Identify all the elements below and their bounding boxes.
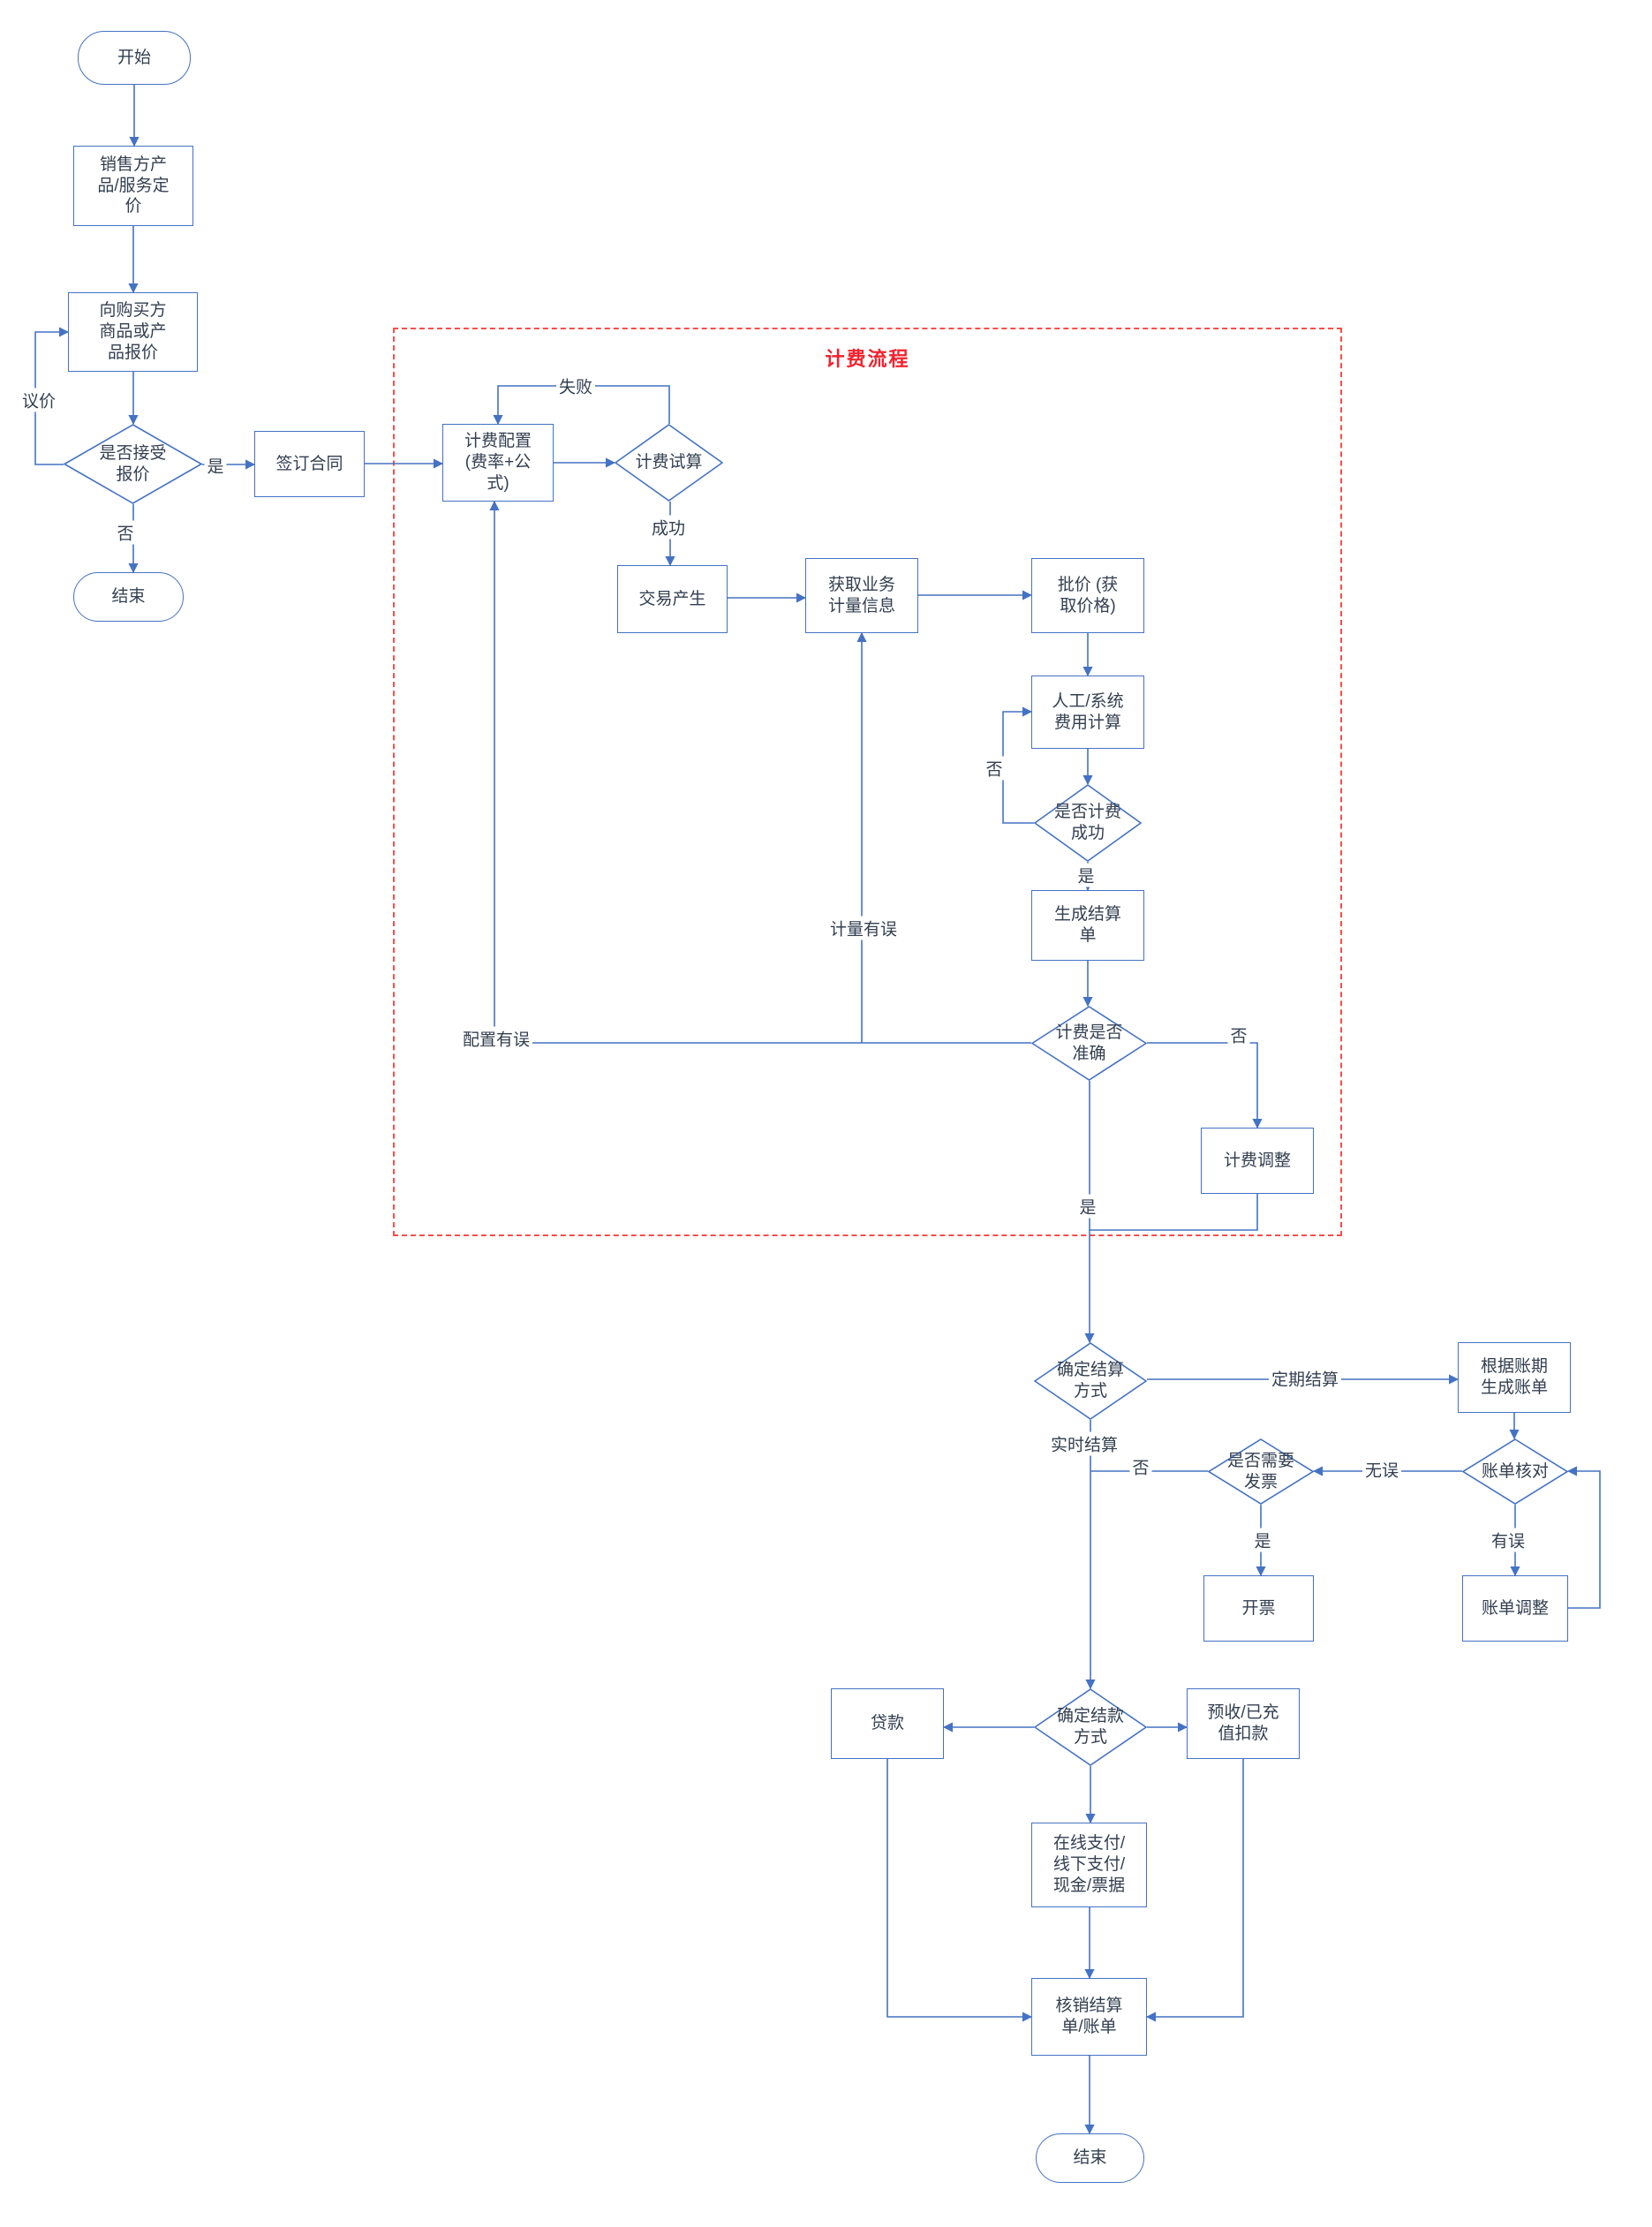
node-start: 开始 [78, 31, 191, 85]
node-seller-pricing: 销售方产 品/服务定 价 [73, 146, 193, 226]
node-seller-pricing-label: 销售方产 品/服务定 价 [97, 155, 170, 216]
edge-label-no-accept: 否 [114, 520, 137, 545]
edge-label-bill-error: 有误 [1488, 1528, 1528, 1552]
node-writeoff: 核销结算 单/账单 [1031, 1978, 1147, 2056]
node-accept-quote-label: 是否接受 报价 [99, 443, 167, 484]
node-end-bottom-label: 结束 [1073, 2148, 1107, 2168]
node-gen-settlement: 生成结算 单 [1031, 890, 1144, 961]
edge-label-bill-ok: 无误 [1362, 1457, 1402, 1482]
node-transaction: 交易产生 [617, 565, 728, 633]
node-buyer-quote-label: 向购买方 商品或产 品报价 [99, 301, 167, 362]
edge-label-config-error: 配置有误 [459, 1026, 533, 1051]
diamond-shape [1034, 1688, 1147, 1766]
node-gen-settlement-label: 生成结算 单 [1053, 905, 1121, 945]
node-accept-quote: 是否接受 报价 [64, 424, 202, 504]
node-billing-adjust-label: 计费调整 [1223, 1151, 1291, 1170]
edge-label-realtime-settlement: 实时结算 [1047, 1431, 1121, 1456]
node-buyer-quote: 向购买方 商品或产 品报价 [68, 292, 198, 372]
node-batch-price-label: 批价 (获 取价格) [1057, 575, 1119, 615]
node-writeoff-label: 核销结算 单/账单 [1055, 1997, 1123, 2036]
node-settle-method: 确定结算 方式 [1034, 1342, 1147, 1420]
node-sign-contract: 签订合同 [254, 431, 365, 497]
node-sign-contract-label: 签订合同 [275, 454, 343, 473]
diamond-shape [1031, 1006, 1147, 1081]
node-period-bill: 根据账期 生成账单 [1458, 1342, 1571, 1413]
node-fee-calc: 人工/系统 费用计算 [1031, 676, 1144, 749]
node-invoicing: 开票 [1203, 1575, 1314, 1642]
diamond-shape [64, 424, 202, 504]
node-settle-method-label: 确定结算 方式 [1056, 1361, 1124, 1400]
diamond-shape [1034, 1342, 1147, 1420]
node-invoice-needed-label: 是否需要 发票 [1226, 1451, 1294, 1491]
node-period-bill-label: 根据账期 生成账单 [1480, 1357, 1548, 1397]
node-fee-calc-label: 人工/系统 费用计算 [1052, 691, 1124, 732]
node-billing-adjust: 计费调整 [1201, 1128, 1314, 1194]
node-end-bottom: 结束 [1036, 2133, 1144, 2183]
edge-loan-to-writeoff [886, 1759, 1033, 2022]
diamond-shape [1462, 1438, 1568, 1505]
edge-label-yes-billing-success: 是 [1075, 863, 1098, 887]
edge-label-periodic-settlement: 定期结算 [1268, 1366, 1342, 1391]
node-transaction-label: 交易产生 [638, 589, 706, 608]
edge-label-yes-accurate: 是 [1076, 1194, 1099, 1219]
node-prepaid: 预收/已充 值扣款 [1187, 1688, 1300, 1759]
node-billing-success-label: 是否计费 成功 [1053, 803, 1121, 842]
node-billing-trial-label: 计费试算 [635, 453, 703, 472]
node-bill-check: 账单核对 [1462, 1438, 1568, 1505]
edge-bill-adjust-to-bill-check-loop [1566, 1466, 1601, 1609]
node-batch-price: 批价 (获 取价格) [1031, 558, 1144, 633]
diamond-shape [1034, 784, 1142, 862]
node-bill-check-label: 账单核对 [1481, 1461, 1549, 1481]
billing-process-region-title: 计费流程 [825, 348, 910, 370]
node-loan: 贷款 [831, 1688, 944, 1759]
node-metering: 获取业务 计量信息 [805, 558, 918, 633]
node-billing-config-label: 计费配置 (费率+公 式) [464, 432, 532, 493]
diamond-shape [615, 424, 723, 502]
node-invoicing-label: 开票 [1241, 1598, 1276, 1618]
node-end-left-label: 结束 [111, 587, 146, 607]
node-bill-adjust: 账单调整 [1462, 1575, 1568, 1642]
node-payment: 在线支付/ 线下支付/ 现金/票据 [1031, 1823, 1147, 1907]
diamond-shape [1208, 1438, 1314, 1505]
node-billing-success: 是否计费 成功 [1034, 784, 1142, 862]
node-payment-label: 在线支付/ 线下支付/ 现金/票据 [1052, 1834, 1126, 1895]
node-start-label: 开始 [117, 48, 151, 67]
edge-label-fail: 失败 [555, 374, 596, 398]
edge-label-negotiate: 议价 [19, 388, 59, 412]
edge-label-yes-invoice: 是 [1251, 1528, 1274, 1552]
edge-label-metering-error: 计量有误 [826, 916, 901, 940]
node-billing-accurate-label: 计费是否 准确 [1055, 1023, 1123, 1063]
edge-label-success: 成功 [648, 515, 689, 540]
node-prepaid-label: 预收/已充 值扣款 [1207, 1703, 1279, 1743]
node-pay-method: 确定结款 方式 [1034, 1688, 1147, 1766]
edge-label-no-invoice: 否 [1129, 1454, 1152, 1479]
node-pay-method-label: 确定结款 方式 [1056, 1707, 1124, 1747]
edge-prepaid-to-writeoff [1145, 1759, 1244, 2022]
node-loan-label: 贷款 [870, 1714, 904, 1733]
billing-process-region: 计费流程 [393, 328, 1342, 1236]
node-billing-accurate: 计费是否 准确 [1031, 1006, 1147, 1081]
node-billing-trial: 计费试算 [615, 424, 723, 502]
edge-label-yes-accept: 是 [204, 453, 227, 478]
node-end-left: 结束 [73, 572, 184, 622]
node-billing-config: 计费配置 (费率+公 式) [442, 424, 554, 502]
edge-label-no-accurate: 否 [1227, 1023, 1250, 1047]
node-metering-label: 获取业务 计量信息 [827, 575, 895, 615]
node-bill-adjust-label: 账单调整 [1481, 1598, 1549, 1618]
node-invoice-needed: 是否需要 发票 [1208, 1438, 1314, 1505]
edge-label-no-billing-success: 否 [983, 756, 1006, 781]
